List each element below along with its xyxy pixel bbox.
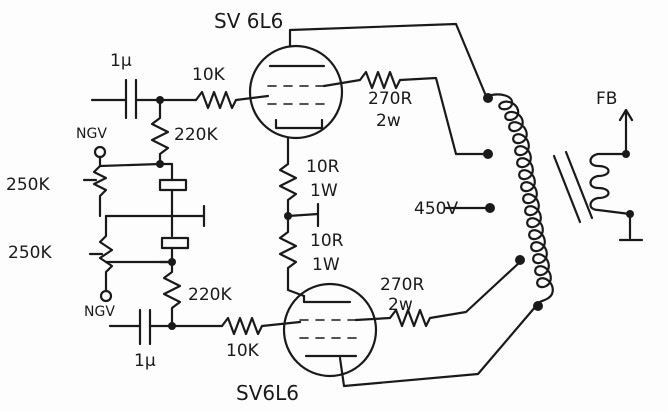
lower-ngv-label: NGV — [84, 304, 115, 320]
upper-tube-envelope — [248, 44, 344, 140]
upper-tube-cathode — [274, 118, 324, 130]
lower-input-capacitor — [108, 308, 224, 346]
lower-screen-resistor-power: 2w — [388, 295, 413, 315]
lower-cathode-resistor-zigzag — [278, 214, 306, 298]
upper-grid-resistor-zigzag — [194, 90, 270, 110]
lower-filter-cap-body — [160, 236, 190, 250]
lower-filter-cap — [158, 214, 190, 264]
core-line-1 — [552, 154, 582, 224]
lower-tube-envelope — [282, 282, 378, 378]
upper-cathode-resistor-label: 10R — [306, 157, 340, 177]
lower-tube-cathode — [302, 294, 352, 304]
feedback-label: FB — [596, 89, 617, 109]
upper-screen-resistor-label: 270R — [368, 89, 412, 109]
output-transformer-primary — [486, 93, 554, 308]
upper-filter-cap-lead — [158, 162, 174, 182]
lower-bias-resistor — [162, 260, 182, 324]
cathode-ground — [286, 202, 320, 228]
lower-bias-pot — [88, 214, 174, 303]
upper-screen-resistor-power: 2w — [376, 111, 401, 131]
lower-pot-track — [98, 214, 114, 292]
lower-screen-resistor-zigzag — [354, 260, 522, 328]
upper-ngv-label: NGV — [76, 126, 107, 142]
lower-cap-label: 1µ — [134, 351, 156, 371]
lower-grid-resistor-zigzag — [220, 316, 302, 336]
lower-tube-label: SV6L6 — [236, 381, 299, 405]
supply-label: 450V — [414, 199, 458, 219]
upper-cathode-resistor-power: 1W — [310, 181, 338, 201]
upper-tube-label: SV 6L6 — [214, 9, 283, 33]
upper-cap-plates — [124, 78, 138, 120]
lower-grid-resistor — [220, 316, 302, 336]
upper-bias-resistor — [150, 98, 170, 166]
lower-grid-resistor-label: 10K — [226, 341, 260, 361]
primary-bottom-terminal — [533, 301, 543, 311]
bias-ground — [104, 204, 206, 228]
upper-pot-track — [92, 155, 108, 218]
core-line-2 — [564, 150, 594, 220]
feedback-arrow — [618, 108, 634, 156]
upper-cap-label: 1µ — [110, 51, 132, 71]
upper-bias-pot — [82, 145, 162, 218]
upper-pot-to-bias — [98, 162, 162, 168]
upper-grid-resistor — [194, 90, 270, 110]
lower-cathode-resistor — [278, 214, 306, 298]
primary-screen-tap-lower — [515, 255, 525, 265]
lower-screen-resistor-label: 270R — [380, 275, 424, 295]
primary-winding-coil — [486, 93, 554, 308]
upper-cathode-resistor — [278, 136, 298, 218]
upper-pot-label: 250K — [6, 175, 50, 195]
lower-grid-node — [168, 322, 176, 330]
lower-screen-resistor — [354, 260, 522, 328]
upper-cathode-resistor-zigzag — [278, 136, 298, 218]
transformer-core — [552, 150, 594, 224]
lower-bias-resistor-label: 220K — [188, 285, 232, 305]
secondary-winding-coil — [589, 152, 632, 216]
primary-top-terminal — [483, 93, 493, 103]
upper-screen-resistor — [322, 70, 458, 156]
lower-ngv-terminal — [99, 289, 113, 303]
lower-pot-label: 250K — [8, 243, 52, 263]
upper-tube — [248, 44, 344, 140]
secondary-ground — [618, 212, 644, 242]
upper-plate-lead — [288, 22, 488, 98]
upper-screen-resistor-zigzag — [322, 70, 458, 156]
upper-input-capacitor — [90, 78, 198, 120]
upper-bias-resistor-label: 220K — [174, 125, 218, 145]
upper-grid-resistor-label: 10K — [192, 65, 226, 85]
lower-cap-plates — [138, 308, 152, 346]
lower-cathode-resistor-label: 10R — [310, 231, 344, 251]
lower-plate-lead — [338, 304, 538, 388]
lower-tube — [282, 282, 378, 378]
upper-filter-cap — [158, 162, 188, 218]
output-transformer-secondary — [589, 152, 632, 216]
lower-cathode-resistor-power: 1W — [312, 255, 340, 275]
upper-filter-cap-body — [158, 178, 188, 192]
upper-ngv-terminal — [93, 145, 107, 159]
upper-bias-resistor-zigzag — [150, 98, 170, 166]
lower-bias-resistor-zigzag — [162, 260, 182, 324]
